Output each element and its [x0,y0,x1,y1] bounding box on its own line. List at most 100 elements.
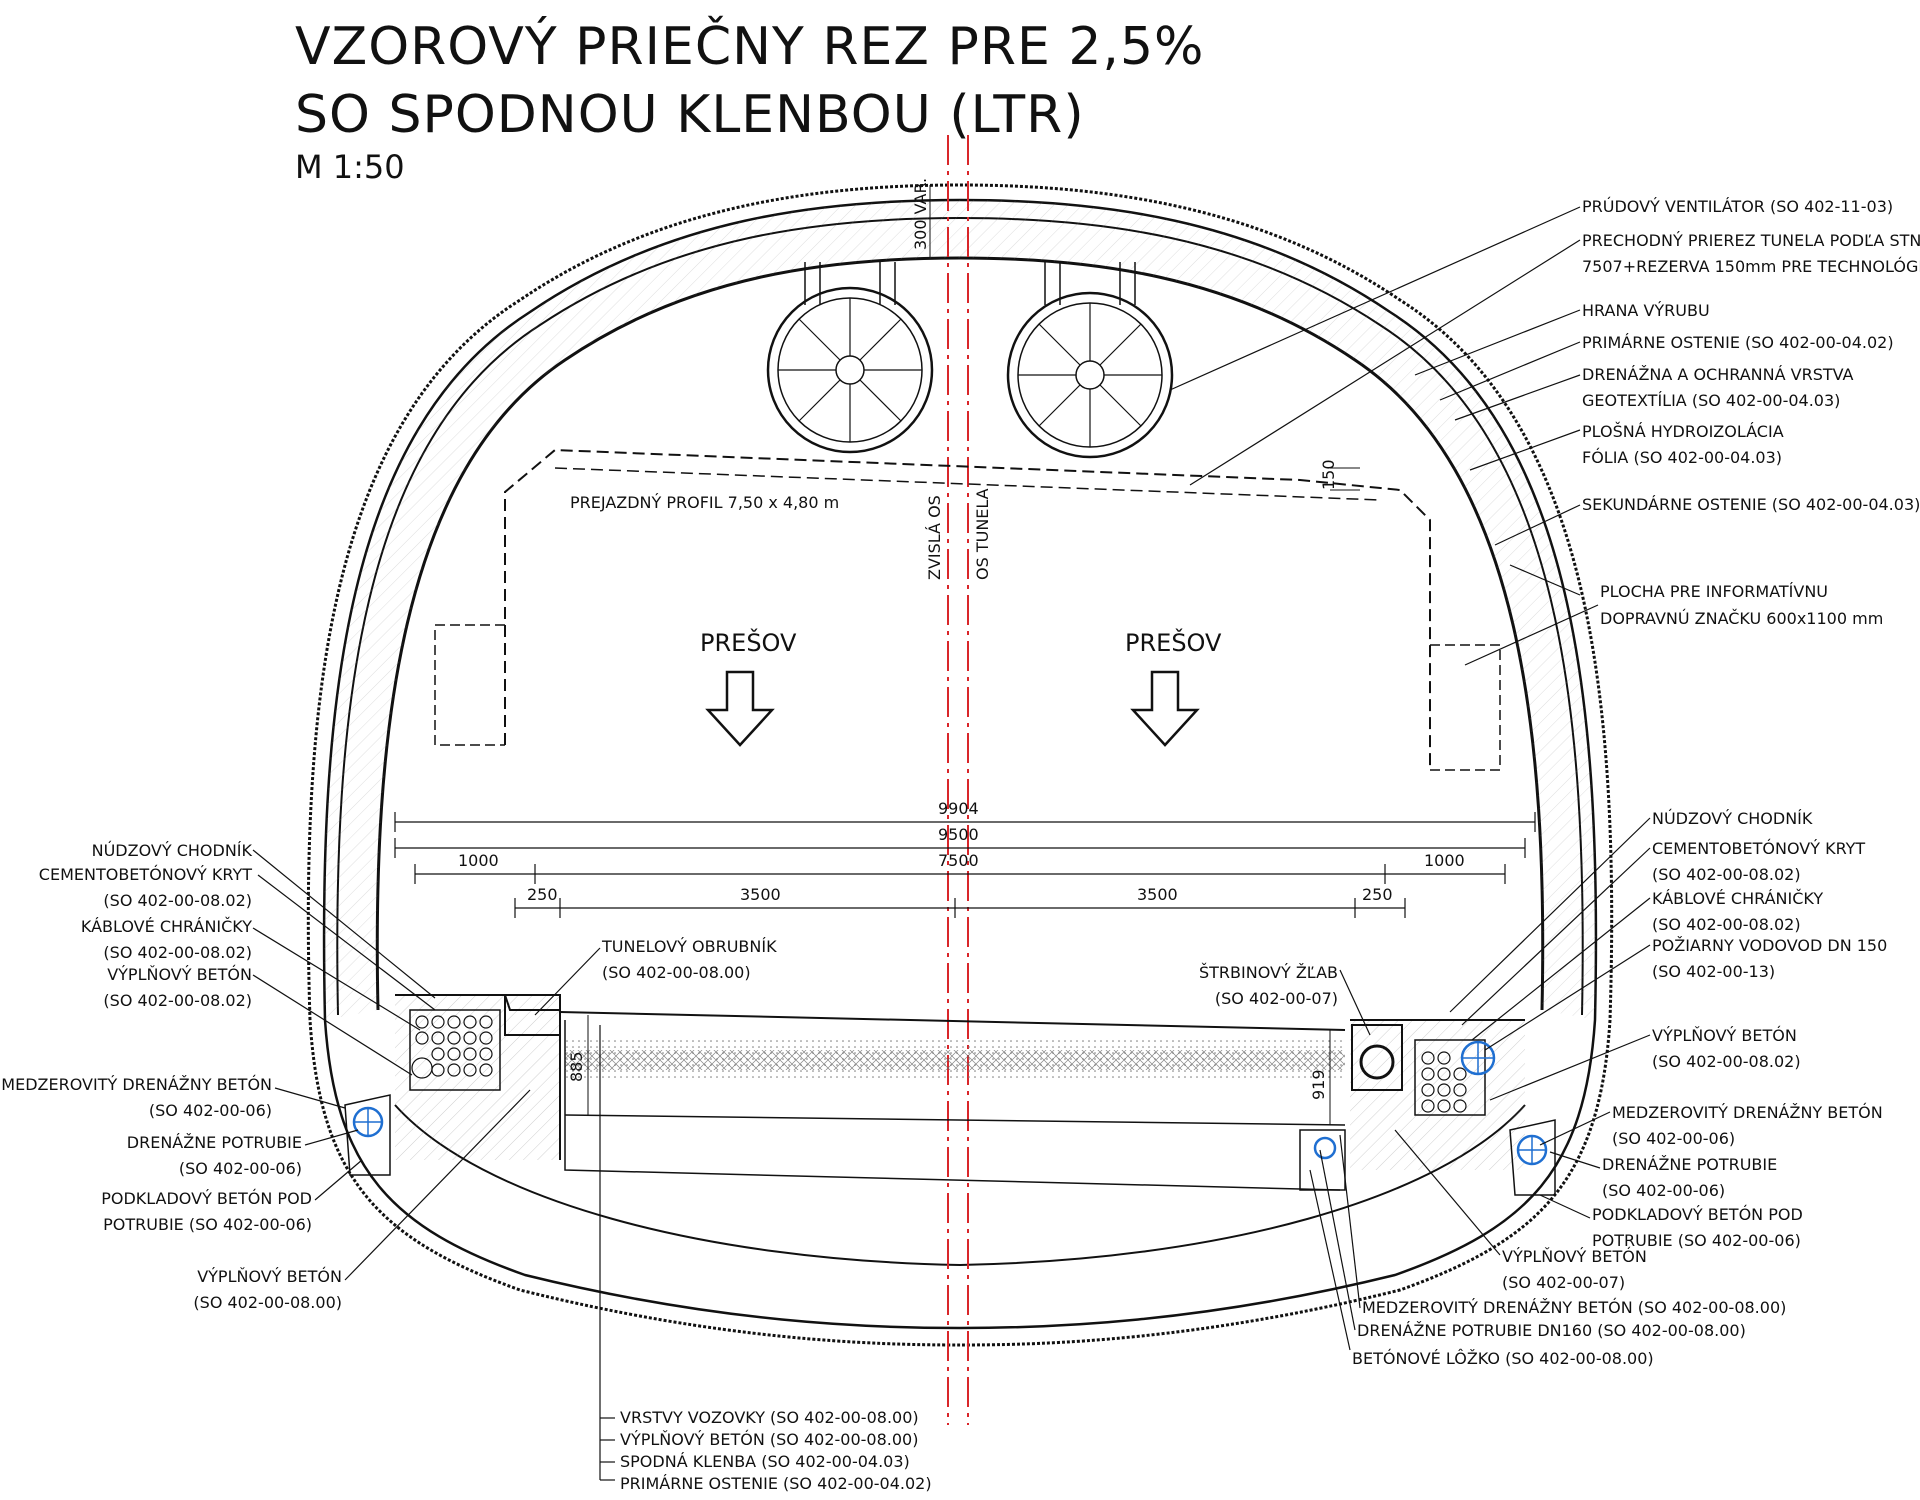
label-curb-ref: (SO 402-00-08.00) [602,963,751,982]
label-r-cable-ducts-ref: (SO 402-00-08.02) [1652,915,1801,934]
left-curb [504,994,561,1036]
profile-label: PREJAZDNÝ PROFIL 7,50 x 4,80 m [570,493,839,512]
label-road-layers: VRSTVY VOZOVKY (SO 402-00-08.00) [620,1408,919,1427]
left-cable-ducts [409,1009,501,1091]
label-r-fire-main: POŽIARNY VODOVOD DN 150 [1652,936,1887,955]
label-br-fill-concrete: VÝPLŇOVÝ BETÓN [1502,1247,1647,1266]
dim-walk-right: 1000 [1424,851,1465,870]
label-l-drain-pipe-ref: (SO 402-00-06) [179,1159,302,1178]
label-r-pipe-bed-ref: POTRUBIE (SO 402-00-06) [1592,1231,1801,1250]
road-layers-hatch [565,1050,1345,1070]
lining-hatch [324,200,1596,1020]
right-slot-gutter-pipe [1359,1044,1395,1080]
label-r-fill-concrete-ref: (SO 402-00-08.02) [1652,1052,1801,1071]
transition-section [554,467,1381,501]
road-fill-block [564,1020,1341,1191]
label-curb: TUNELOVÝ OBRUBNÍK [601,937,777,956]
label-l-drain-concrete: MEDZEROVITÝ DRENÁŽNY BETÓN [1,1075,272,1094]
label-l-drain-concrete-ref: (SO 402-00-06) [149,1101,272,1120]
label-l-fill-concrete: VÝPLŇOVÝ BETÓN [107,965,252,984]
direction-left-arrow [705,670,775,747]
center-drain-bed [1299,1129,1346,1191]
label-slot-gutter: ŠTRBINOVÝ ŽĽAB [1199,963,1338,982]
clearance-dim: 150 [1319,459,1338,490]
label-transition-section-1: PRECHODNÝ PRIEREZ TUNELA PODĽA STN 73 [1582,231,1920,250]
label-br-drain-concrete: MEDZEROVITÝ DRENÁŽNY BETÓN (SO 402-00-08… [1362,1298,1786,1317]
direction-right-arrow [1130,670,1200,747]
label-waterproofing-1: PLOŠNÁ HYDROIZOLÁCIA [1582,422,1784,441]
depth-dim-right: 919 [1309,1069,1328,1100]
right-drain-bed [1509,1119,1556,1196]
title-line-2: SO SPODNOU KLENBOU (LTR) [295,85,1085,145]
invert-arch [394,1104,1526,1267]
label-slot-gutter-ref: (SO 402-00-07) [1215,989,1338,1008]
label-sign-area-1: PLOCHA PRE INFORMATÍVNU [1600,582,1828,601]
tunnel-axis-label: OS TUNELA [973,488,992,580]
dim-shoulder-right: 250 [1362,885,1393,904]
right-slot-gutter [1351,1024,1403,1091]
direction-right-label: PREŠOV [1125,627,1222,657]
label-r-fire-main-ref: (SO 402-00-13) [1652,962,1775,981]
label-r-drain-pipe: DRENÁŽNE POTRUBIE [1602,1155,1777,1174]
labels-bottom-right: VÝPLŇOVÝ BETÓN (SO 402-00-07) MEDZEROVIT… [1352,1247,1786,1368]
label-l-concrete-cover-ref: (SO 402-00-08.02) [103,891,252,910]
dim-lane-right: 3500 [1137,885,1178,904]
leader-lines [252,206,1651,1481]
right-drain-pipe-cross [1518,1136,1546,1164]
label-r-fill-concrete: VÝPLŇOVÝ BETÓN [1652,1026,1797,1045]
labels-bottom: VRSTVY VOZOVKY (SO 402-00-08.00) VÝPLŇOV… [620,1408,932,1493]
label-r-drain-pipe-ref: (SO 402-00-06) [1602,1181,1725,1200]
label-l-concrete-cover: CEMENTOBETÓNOVÝ KRYT [39,865,252,884]
vertical-axis-label: ZVISLÁ OS [925,495,944,580]
label-drainage-layer-2: GEOTEXTÍLIA (SO 402-00-04.03) [1582,391,1840,410]
jet-fan-left [766,262,934,454]
label-secondary-lining: SEKUNDÁRNE OSTENIE (SO 402-00-04.03) [1582,495,1920,514]
left-sidewalk-fill [395,995,560,1160]
label-sign-area-2: DOPRAVNÚ ZNAČKU 600x1100 mm [1600,609,1883,628]
label-l-fill-concrete-ref: (SO 402-00-08.02) [103,991,252,1010]
dimension-lines [394,812,1536,918]
label-br-concrete-bed: BETÓNOVÉ LÔŽKO (SO 402-00-08.00) [1352,1349,1654,1368]
label-r-emergency-walk: NÚDZOVÝ CHODNÍK [1652,809,1813,828]
label-r-pipe-bed: PODKLADOVÝ BETÓN POD [1592,1205,1803,1224]
label-bottom-primary: PRIMÁRNE OSTENIE (SO 402-00-04.02) [620,1474,932,1493]
label-br-fill-concrete-ref: (SO 402-00-07) [1502,1273,1625,1292]
label-primary-lining: PRIMÁRNE OSTENIE (SO 402-00-04.02) [1582,333,1894,352]
title-line-1: VZOROVÝ PRIEČNY REZ PRE 2,5% [295,15,1204,77]
label-excavation-edge: HRANA VÝRUBU [1582,301,1710,320]
jet-fan-right [1006,262,1174,459]
label-drainage-layer-1: DRENÁŽNA A OCHRANNÁ VRSTVA [1582,365,1854,384]
label-bottom-fill: VÝPLŇOVÝ BETÓN (SO 402-00-08.00) [620,1430,918,1449]
depth-dim-left: 885 [567,1051,586,1082]
label-r-drain-concrete: MEDZEROVITÝ DRENÁŽNY BETÓN [1612,1103,1883,1122]
road-base [564,1114,1346,1126]
label-l-emergency-walk: NÚDZOVÝ CHODNÍK [92,841,253,860]
labels-right-top: PRÚDOVÝ VENTILÁTOR (SO 402-11-03) PRECHO… [1582,197,1920,628]
label-waterproofing-2: FÓLIA (SO 402-00-04.03) [1582,448,1782,467]
label-l-fill-concrete-2-ref: (SO 402-00-08.00) [193,1293,342,1312]
label-jet-fan: PRÚDOVÝ VENTILÁTOR (SO 402-11-03) [1582,197,1893,216]
labels-left: NÚDZOVÝ CHODNÍK CEMENTOBETÓNOVÝ KRYT (SO… [1,841,342,1312]
sign-area-left [434,624,505,746]
label-transition-section-2: 7507+REZERVA 150mm PRE TECHNOLÓGIU [1582,257,1920,276]
dim-lane-left: 3500 [740,885,781,904]
label-r-concrete-cover: CEMENTOBETÓNOVÝ KRYT [1652,839,1865,858]
left-drain-pipe-cross [354,1108,382,1136]
label-l-drain-pipe: DRENÁŽNE POTRUBIE [127,1133,302,1152]
clearance-profile [504,448,1431,770]
dim-road: 7500 [938,851,979,870]
label-l-fill-concrete-2: VÝPLŇOVÝ BETÓN [197,1267,342,1286]
dim-walk-left: 1000 [458,851,499,870]
right-cable-duct-circles [1421,1051,1467,1113]
label-r-drain-concrete-ref: (SO 402-00-06) [1612,1129,1735,1148]
direction-left-label: PREŠOV [700,627,797,657]
left-cable-duct-circles [411,1015,493,1079]
labels-right-bottom: NÚDZOVÝ CHODNÍK CEMENTOBETÓNOVÝ KRYT (SO… [1592,809,1887,1250]
label-l-cable-ducts-ref: (SO 402-00-08.02) [103,943,252,962]
label-l-pipe-bed: PODKLADOVÝ BETÓN POD [101,1189,312,1208]
dim-shoulder-left: 250 [527,885,558,904]
excavation-edge [306,183,1614,1347]
label-l-cable-ducts: KÁBLOVÉ CHRÁNIČKY [81,917,252,936]
sign-area-right [1430,644,1501,771]
